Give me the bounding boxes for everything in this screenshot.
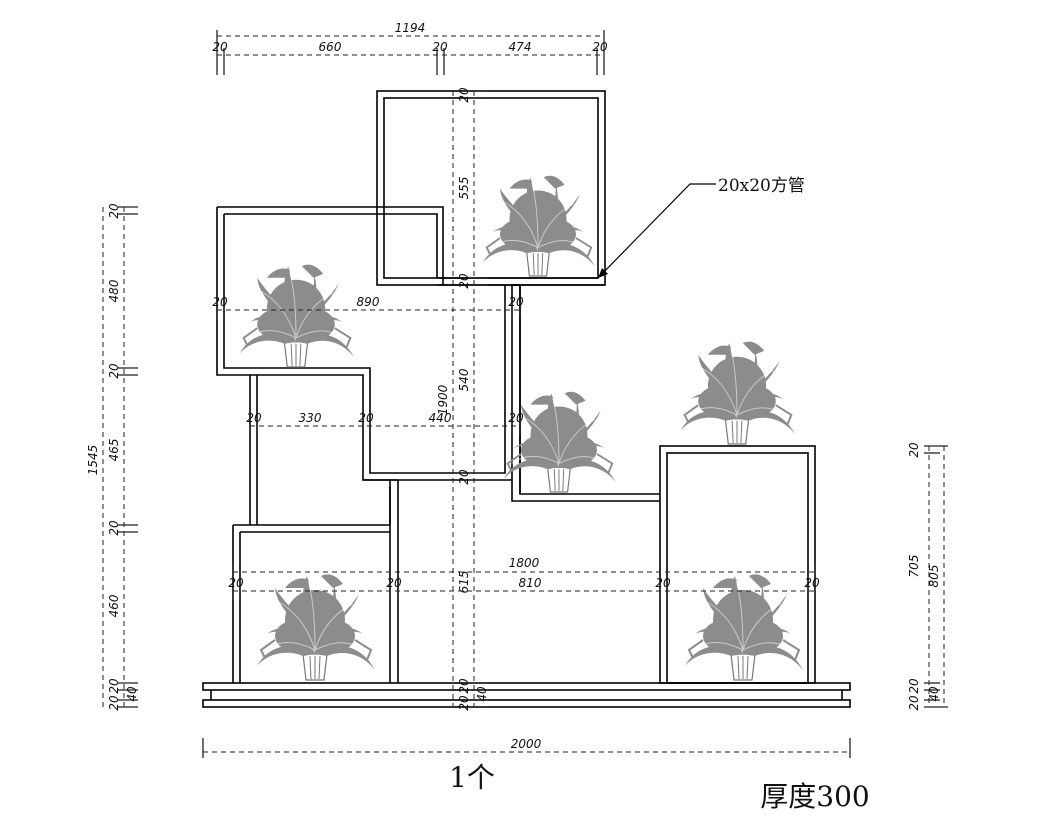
dim-left-5: 20 [107, 520, 121, 536]
dim-left-3: 20 [107, 363, 121, 379]
dim-left-6: 460 [107, 594, 121, 617]
dim-mid-right: 20 [508, 411, 524, 425]
left-dimensions: 1545 20 480 20 465 20 460 20 20 40 [86, 203, 139, 711]
upper-left-box [216, 206, 513, 481]
dim-top-a: 20 [212, 40, 228, 54]
square-tube-note: 20x20方管 [718, 176, 805, 196]
dim-center-5: 20 [457, 469, 471, 485]
dim-bottom-left: 20 [228, 576, 244, 590]
dim-top-b: 660 [319, 40, 342, 54]
dim-left-9: 40 [125, 686, 139, 702]
dim-mid-gap: 20 [358, 411, 374, 425]
plant-icon [256, 573, 376, 681]
dim-left-overall: 1545 [86, 445, 100, 476]
dim-right-4: 20 [907, 678, 921, 694]
center-dimensions: 20 555 20 540 20 615 20 20 40 1900 [436, 87, 489, 711]
dim-bottom-mid: 20 [386, 576, 402, 590]
top-dimensions: 1194 20 660 20 474 20 [212, 21, 608, 75]
dim-bottom-overall: 1800 [509, 556, 540, 570]
right-dimensions: 20 705 805 20 20 40 [907, 442, 948, 711]
dim-center-9: 40 [475, 686, 489, 702]
dim-center-4: 540 [457, 368, 471, 391]
plant-icons [238, 174, 804, 681]
thickness-label: 厚度300 [760, 780, 869, 813]
dim-center-3: 20 [457, 273, 471, 289]
quantity-label: 1个 [449, 761, 495, 794]
dim-center-6: 615 [457, 571, 471, 594]
dim-bottom-right1: 20 [655, 576, 671, 590]
dim-left-8: 20 [107, 695, 121, 711]
dim-top-c: 20 [432, 40, 448, 54]
dim-right-6: 40 [927, 686, 941, 702]
dim-right-5: 20 [907, 695, 921, 711]
dim-box1-left: 20 [212, 295, 228, 309]
dim-top-e: 20 [592, 40, 608, 54]
plant-icon [679, 340, 797, 445]
inner-dimensions: 20 890 20 20 330 20 440 20 1800 20 20 81… [212, 295, 820, 598]
dim-box1-width: 890 [357, 295, 380, 309]
dim-mid-gap2: 440 [429, 411, 452, 425]
dim-left-4: 465 [107, 439, 121, 462]
dim-mid-width: 330 [299, 411, 322, 425]
dim-bottom-width: 810 [519, 576, 542, 590]
leader-note: 20x20方管 [597, 176, 805, 279]
dim-right-3: 805 [927, 565, 941, 588]
base-bottom [202, 699, 851, 708]
dim-right-2: 705 [907, 555, 921, 578]
middle-step [511, 480, 660, 502]
top-box-inner [383, 97, 599, 279]
plant-icon [238, 263, 356, 368]
plant-icon [684, 573, 804, 681]
dim-center-8: 20 [457, 695, 471, 711]
dim-left-1: 20 [107, 203, 121, 219]
dim-left-2: 480 [107, 279, 121, 302]
dim-left-7: 20 [107, 678, 121, 694]
top-box-outer [376, 90, 606, 286]
dim-bottom-right2: 20 [804, 576, 820, 590]
dim-top-d: 474 [509, 40, 532, 54]
dim-mid-left: 20 [246, 411, 262, 425]
dim-bottom-total: 2000 [511, 737, 542, 751]
base-top [202, 682, 851, 691]
dim-box1-right: 20 [508, 295, 524, 309]
dim-right-1: 20 [907, 442, 921, 458]
dim-center-2: 555 [457, 177, 471, 200]
plant-icon [481, 174, 596, 277]
shelf-frame [202, 90, 851, 708]
dim-center-overall: 1900 [436, 384, 450, 415]
bottom-dimension: 2000 [202, 737, 851, 758]
dim-center-1: 20 [457, 87, 471, 103]
dim-center-7: 20 [457, 678, 471, 694]
dim-top-overall: 1194 [395, 21, 426, 35]
